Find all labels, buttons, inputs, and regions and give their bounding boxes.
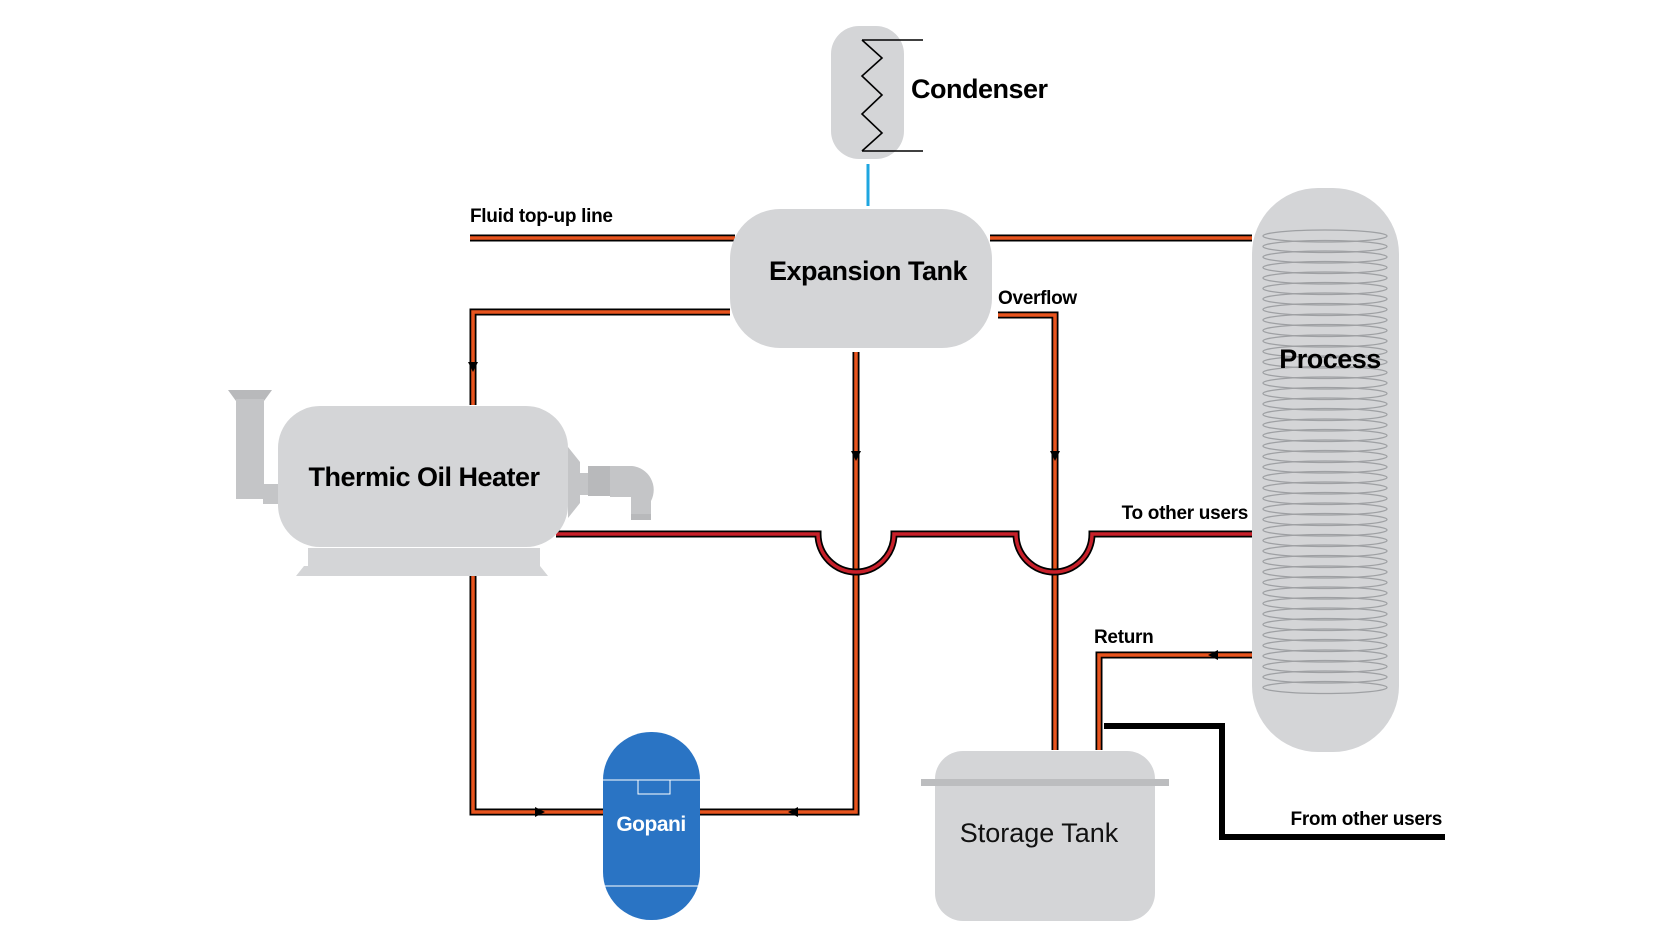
arrow-right-heater-gopani (535, 807, 545, 817)
arrow-down-overflow (1050, 451, 1060, 461)
coil-ring (1262, 460, 1388, 474)
expansion-tank-label: Expansion Tank (769, 256, 969, 286)
coil-ring (1262, 554, 1388, 569)
from-other-users-line (1104, 723, 1445, 840)
coil-ring (1262, 512, 1388, 527)
coil-ring (1262, 617, 1388, 632)
coil-ring (1262, 313, 1388, 327)
coil-ring (1262, 302, 1388, 317)
gopani-vessel: Gopani (603, 732, 700, 920)
coil-ring (1262, 649, 1388, 663)
coil-ring (1262, 607, 1388, 621)
return-label: Return (1094, 627, 1153, 648)
coil-ring (1262, 365, 1388, 380)
coil-ring (1262, 292, 1388, 306)
storage-tank: Storage Tank (921, 751, 1169, 921)
coil-ring (1262, 628, 1388, 642)
coil-ring (1262, 407, 1388, 422)
overflow-label: Overflow (998, 288, 1077, 309)
coil-ring (1262, 596, 1388, 611)
coil-ring (1262, 680, 1388, 695)
coil-ring (1262, 428, 1388, 443)
flow-arrows (468, 362, 1218, 817)
coil-ring (1262, 533, 1388, 548)
coil-ring (1262, 271, 1388, 285)
coil-ring (1262, 376, 1388, 390)
coil-ring (1262, 575, 1388, 590)
arrow-down-expansion (851, 451, 861, 461)
coil-ring (1262, 229, 1388, 243)
supply-pipe (556, 530, 1252, 576)
from-other-users-label: From other users (1291, 809, 1442, 830)
coil-ring (1262, 470, 1388, 485)
condenser: Condenser (831, 26, 1049, 159)
gopani-logo-text: Gopani (616, 813, 685, 836)
coil-ring (1262, 250, 1388, 264)
coil-ring (1262, 502, 1388, 516)
thermic-oil-heater-label: Thermic Oil Heater (308, 462, 540, 492)
coil-ring (1262, 565, 1388, 579)
coil-ring (1262, 239, 1388, 254)
coil-ring (1262, 523, 1388, 537)
coil-ring (1262, 439, 1388, 453)
arrow-left-return (1208, 650, 1218, 660)
coil-ring (1262, 418, 1388, 432)
coil-ring (1262, 670, 1388, 684)
coil-ring (1262, 355, 1388, 369)
arrow-down-heater (468, 362, 478, 372)
coil-ring (1262, 386, 1388, 401)
process-label: Process (1279, 344, 1381, 374)
coil-ring (1262, 397, 1388, 411)
expansion-tank: Expansion Tank (730, 209, 992, 348)
coil-ring (1262, 323, 1388, 338)
process-vessel: Process (1252, 188, 1399, 752)
coil-ring (1262, 281, 1388, 296)
coil-ring (1262, 334, 1388, 348)
coil-ring (1262, 344, 1388, 359)
storage-tank-label: Storage Tank (960, 818, 1119, 848)
coil-ring (1262, 481, 1388, 495)
thermic-oil-heater: Thermic Oil Heater (228, 390, 654, 576)
coil-ring (1262, 449, 1388, 464)
coil-ring (1262, 544, 1388, 558)
orange-pipes (469, 234, 1252, 816)
condenser-label: Condenser (911, 74, 1049, 104)
coil-ring (1262, 491, 1388, 506)
arrow-left-expansion-gopani (788, 807, 798, 817)
coil-ring (1262, 260, 1388, 275)
to-other-users-label: To other users (1122, 503, 1248, 524)
coil-ring (1262, 659, 1388, 674)
coil-ring (1262, 586, 1388, 600)
coil-ring (1262, 638, 1388, 653)
fluid-topup-line-label: Fluid top-up line (470, 206, 613, 227)
